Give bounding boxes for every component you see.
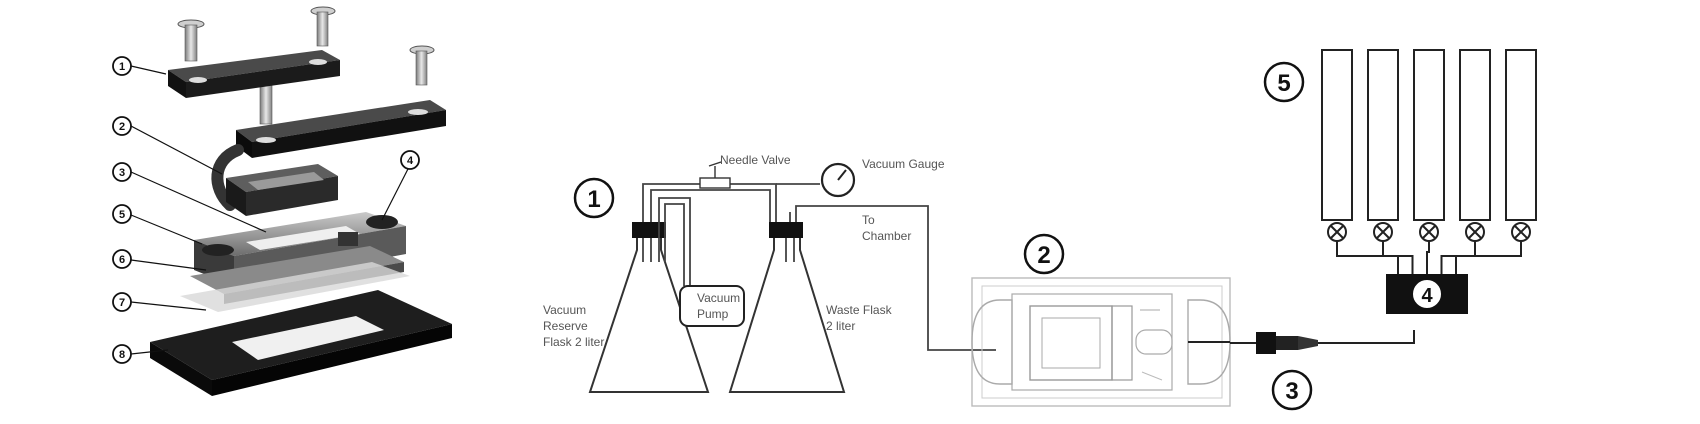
reserve-flask <box>588 222 710 393</box>
valve-icon <box>1465 222 1485 242</box>
lower-clamp-bar <box>236 100 446 158</box>
callout-number: 1 <box>119 61 125 73</box>
reservoir-column <box>1505 49 1537 221</box>
top-clamp-bar <box>168 50 340 98</box>
marker-number: 1 <box>587 186 600 213</box>
reservoir-tube <box>1336 241 1399 274</box>
to-chamber-label: Chamber <box>862 229 911 243</box>
waste-flask-label: Waste Flask <box>826 303 893 317</box>
tubing <box>211 144 244 211</box>
callout-6: 6 <box>112 249 207 271</box>
reservoir-tube <box>1382 241 1414 274</box>
needle-valve-label: Needle Valve <box>720 153 791 167</box>
marker-number: 5 <box>1277 70 1290 97</box>
section-marker-3: 3 <box>1271 369 1313 411</box>
callout-7: 7 <box>112 292 207 312</box>
reservoir-column <box>1413 49 1445 221</box>
callout-number: 8 <box>119 349 125 361</box>
callout-number: 4 <box>407 155 414 167</box>
flask-stopper <box>769 222 803 238</box>
waste-flask <box>728 222 846 393</box>
vacuum-pump-label: Pump <box>697 307 729 321</box>
base-plate <box>150 290 452 396</box>
valve-icon <box>1511 222 1531 242</box>
vacuum-gauge-icon <box>820 162 856 198</box>
callout-8: 8 <box>112 344 169 364</box>
callout-1: 1 <box>112 56 167 76</box>
reservoir-tube <box>1440 241 1476 274</box>
reservoir-tube <box>1426 241 1430 274</box>
callout-number: 3 <box>119 167 125 179</box>
callout-number: 2 <box>119 121 125 133</box>
vacuum-tubing <box>642 183 996 351</box>
reservoir-column <box>1321 49 1353 221</box>
window-frame <box>226 164 338 216</box>
callout-2: 2 <box>112 116 223 175</box>
flask-stopper <box>632 222 666 238</box>
callout-number: 6 <box>119 254 125 266</box>
waste-flask-label: 2 liter <box>826 319 855 333</box>
vacuum-pump: Vacuum Pump <box>679 285 745 327</box>
exploded-assembly-view: 1 2 3 4 5 6 7 <box>112 6 452 396</box>
glass-slide <box>180 262 410 312</box>
section-marker-1: 1 <box>573 177 615 219</box>
needle-valve-icon <box>699 161 731 189</box>
reserve-flask-label: Flask 2 liter <box>543 335 604 349</box>
section-marker-2: 2 <box>1023 233 1065 275</box>
vacuum-pump-label: Vacuum <box>697 291 740 305</box>
chamber-top-view: 2 <box>971 233 1231 407</box>
callout-3: 3 <box>112 162 267 233</box>
callout-5: 5 <box>112 204 203 245</box>
reservoir-tube <box>1455 241 1522 274</box>
valve-icon <box>1419 222 1439 242</box>
to-chamber-label: To <box>862 213 875 227</box>
syringe-connector: 3 <box>1230 330 1415 411</box>
manifold: 4 <box>1386 274 1468 314</box>
reservoir-array: 5 <box>1263 49 1537 274</box>
screw-icon <box>409 45 435 86</box>
callout-4: 4 <box>381 150 420 221</box>
screw-icon <box>310 6 336 47</box>
vacuum-gauge-label: Vacuum Gauge <box>862 157 945 171</box>
reserve-flask-label: Vacuum <box>543 303 586 317</box>
valve-icon <box>1327 222 1347 242</box>
reservoir-column <box>1459 49 1491 221</box>
section-marker-5: 5 <box>1263 61 1305 103</box>
section-marker-4: 4 <box>1411 278 1443 310</box>
reserve-flask-label: Reserve <box>543 319 588 333</box>
marker-number: 2 <box>1037 242 1050 269</box>
vacuum-system-schematic: 1 <box>543 153 996 393</box>
callout-number: 5 <box>119 209 125 221</box>
marker-number: 3 <box>1285 378 1298 405</box>
callout-number: 7 <box>119 297 125 309</box>
valve-icon <box>1373 222 1393 242</box>
reservoir-column <box>1367 49 1399 221</box>
marker-number: 4 <box>1421 285 1433 307</box>
screw-icon <box>177 19 205 62</box>
